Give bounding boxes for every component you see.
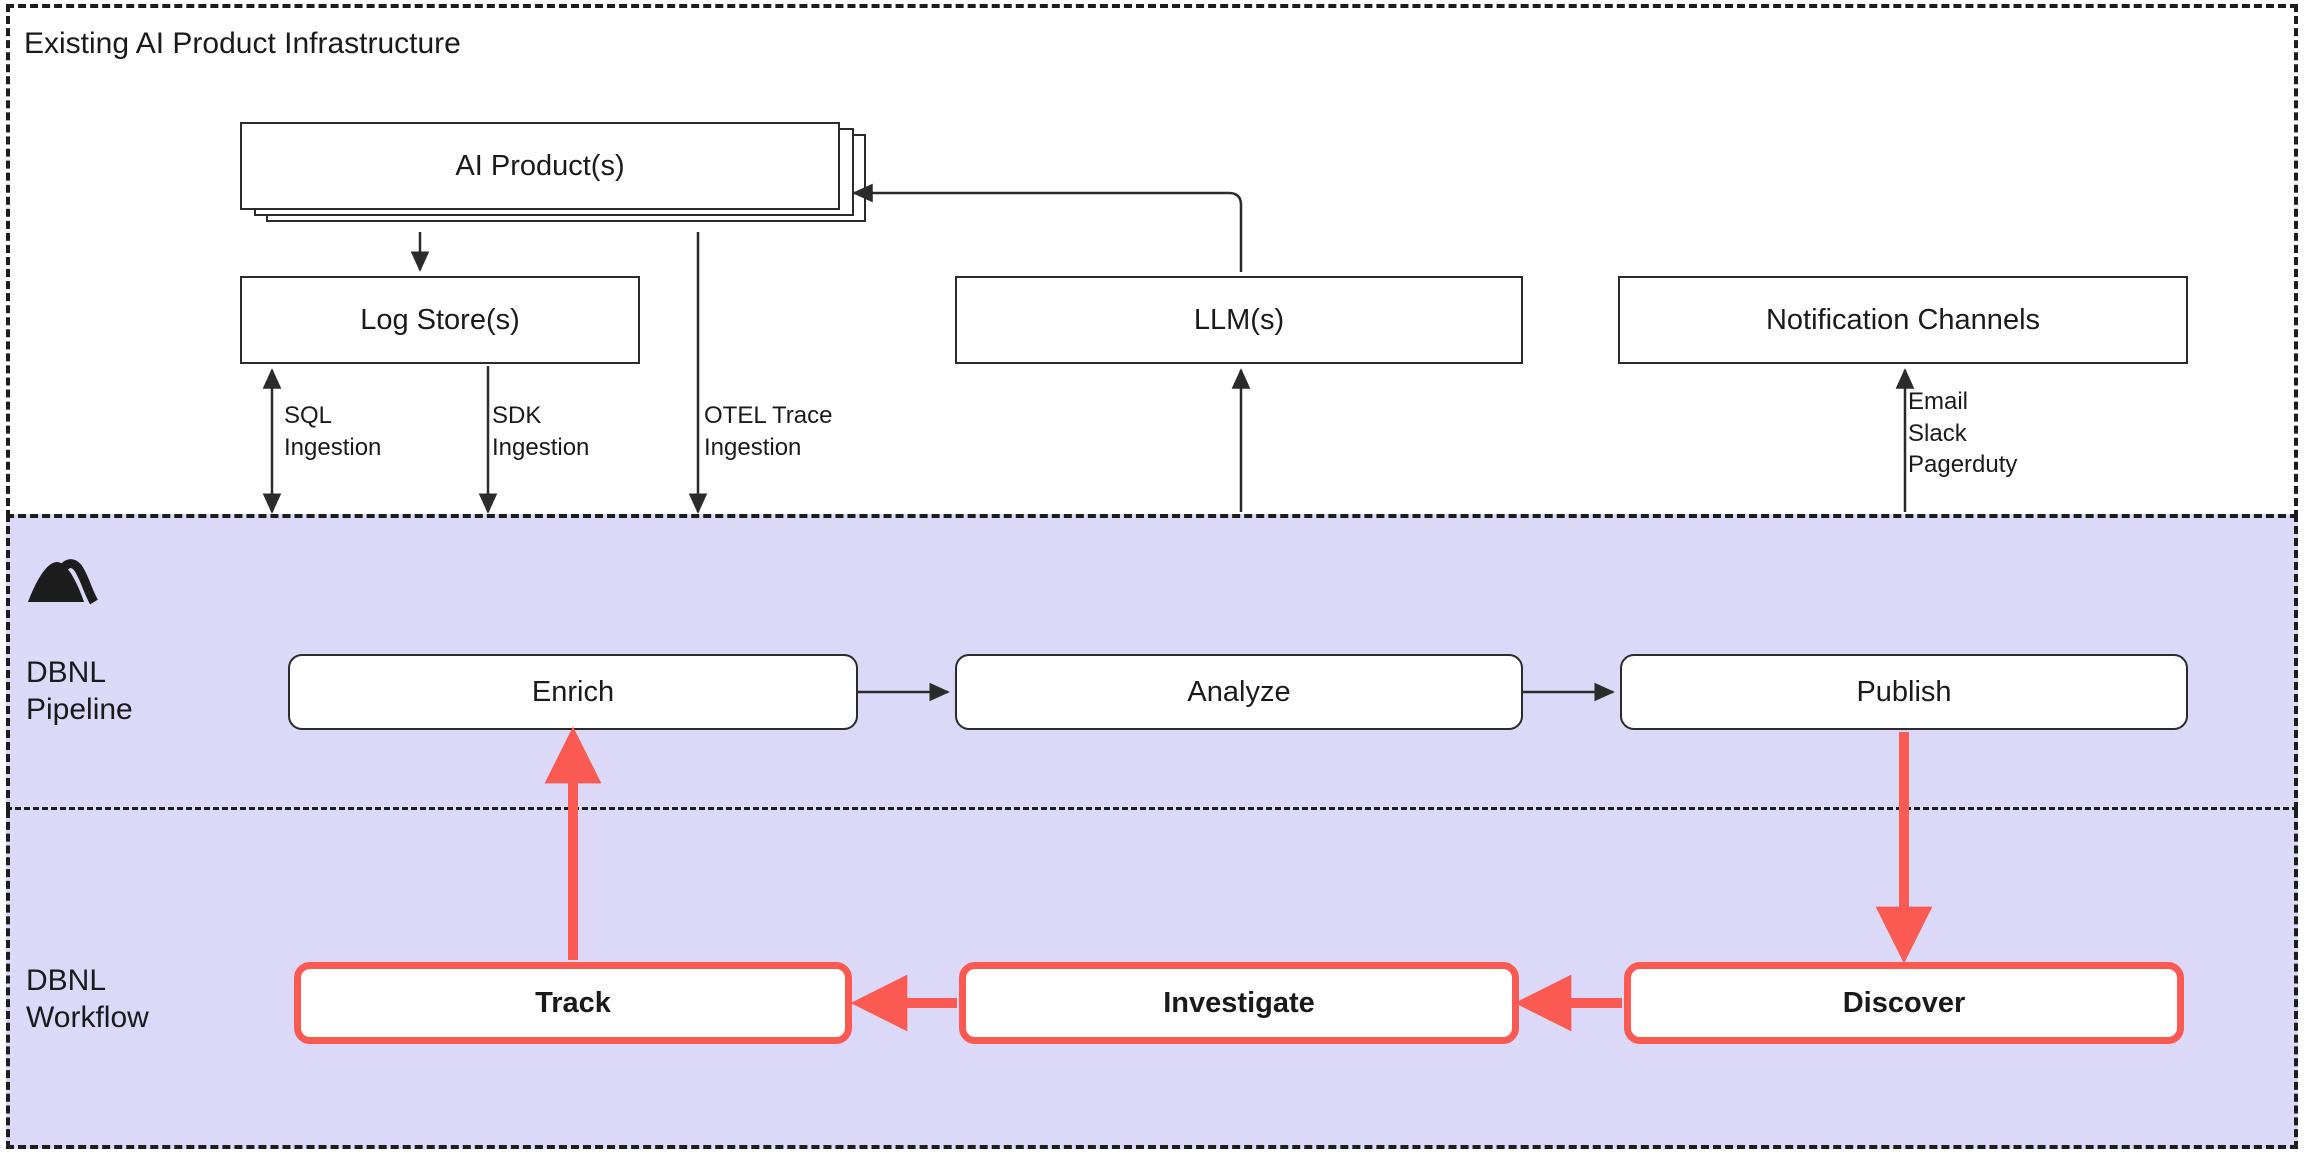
edge-label-notification-methods: Email Slack Pagerduty <box>1908 388 2018 479</box>
node-llm[interactable]: LLM(s) <box>955 276 1523 364</box>
edge-label-otel-trace-ingestion: OTEL Trace Ingestion <box>704 402 833 461</box>
node-discover[interactable]: Discover <box>1624 962 2184 1044</box>
node-log-store[interactable]: Log Store(s) <box>240 276 640 364</box>
node-track[interactable]: Track <box>294 962 852 1044</box>
region-dbnl-workflow-label: DBNL Workflow <box>26 964 149 1034</box>
node-analyze[interactable]: Analyze <box>955 654 1523 730</box>
node-publish[interactable]: Publish <box>1620 654 2188 730</box>
node-investigate[interactable]: Investigate <box>959 962 1519 1044</box>
node-ai-product[interactable]: AI Product(s) <box>240 122 840 210</box>
node-notification-channels[interactable]: Notification Channels <box>1618 276 2188 364</box>
edge-label-sql-ingestion: SQL Ingestion <box>284 402 382 461</box>
node-enrich[interactable]: Enrich <box>288 654 858 730</box>
dbnl-mountain-logo-icon <box>26 550 106 608</box>
region-dbnl-pipeline-label: DBNL Pipeline <box>26 656 133 726</box>
edge-label-sdk-ingestion: SDK Ingestion <box>492 402 590 461</box>
region-existing-infrastructure-title: Existing AI Product Infrastructure <box>24 27 461 60</box>
